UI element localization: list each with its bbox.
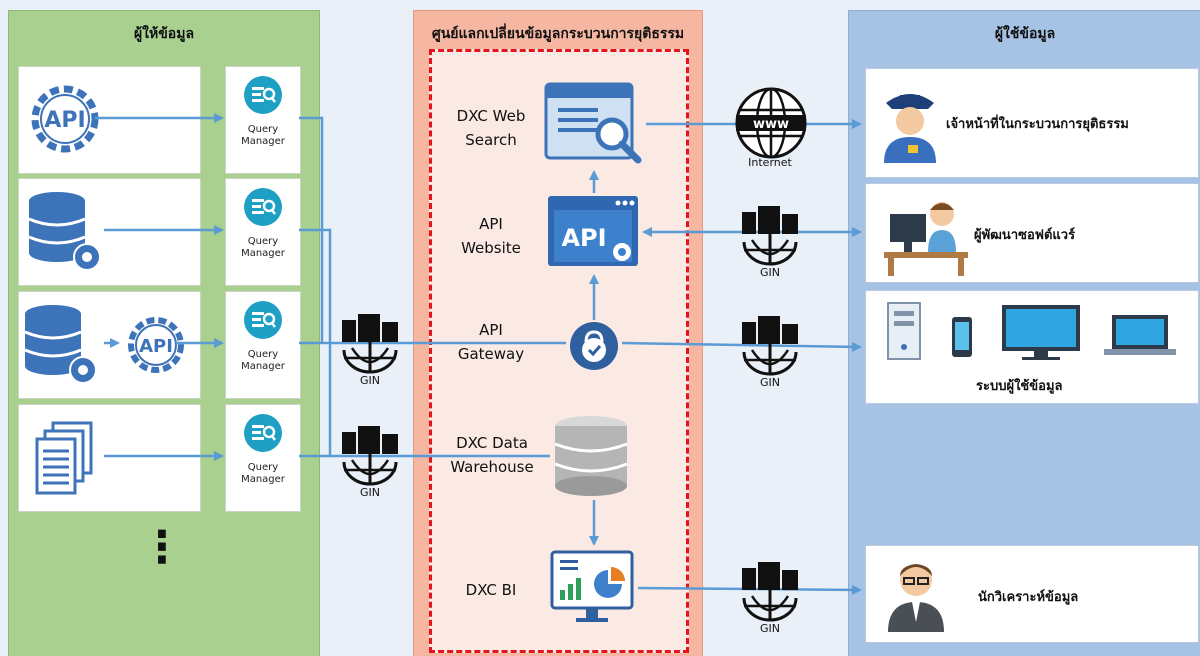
gin-network-icon [342,426,398,486]
api-gear-icon: API [128,317,184,373]
analyst-label: นักวิเคราะห์ข้อมูล [978,590,1079,605]
internet-globe-icon: www [735,87,807,159]
documents-icon [35,421,93,495]
gin-label: GIN [760,266,780,279]
svg-text:API: API [44,108,85,133]
consumer-box-officer: เจ้าหน้าที่ในกระบวนการยุติธรรม [865,68,1199,178]
consumer-box-developer: ผู้พัฒนาซอฟต์แวร์ [865,183,1199,283]
database-gear-icon [28,192,101,271]
developer-label: ผู้พัฒนาซอฟต์แวร์ [974,228,1076,243]
api-gateway-lock-icon [570,322,618,370]
bi-dashboard-icon [550,550,634,622]
svg-text:API: API [139,336,173,357]
query-manager-icon [244,414,282,452]
web-search-icon [544,82,642,164]
source-box-api: API [18,66,201,174]
officer-label: เจ้าหน้าที่ในกระบวนการยุติธรรม [946,117,1129,132]
source-box-database-api: API [18,291,201,399]
consumer-box-analyst: นักวิเคราะห์ข้อมูล [865,545,1199,643]
gin-label: GIN [360,486,380,499]
exchange-center-title: ศูนย์แลกเปลี่ยนข้อมูลกระบวนการยุติธรรม [431,26,685,42]
consumers-title: ผู้ใช้ข้อมูล [994,26,1056,42]
internet-label: Internet [748,156,792,169]
database-gear-icon [24,305,97,384]
gin-network-icon [342,314,398,374]
consumer-box-systems: ระบบผู้ใช้ข้อมูล [865,290,1199,404]
devices-icon [887,302,1176,360]
systems-label: ระบบผู้ใช้ข้อมูล [976,379,1063,394]
police-officer-icon [884,94,936,163]
gin-network-icon [742,206,798,266]
gin-network-icon [742,316,798,376]
analyst-icon [888,564,944,632]
query-manager-icon [244,188,282,226]
bi-label: DXC BI [465,581,517,599]
svg-text:API: API [561,224,606,252]
data-warehouse-icon [554,416,628,496]
gin-label: GIN [760,622,780,635]
gin-network-icon [742,562,798,622]
query-manager-icon [244,76,282,114]
api-website-icon: API [548,196,638,266]
developer-icon [884,202,968,276]
gin-label: GIN [360,374,380,387]
api-gear-icon: API [31,85,99,153]
query-manager-icon [244,301,282,339]
www-label: www [753,117,789,132]
providers-title: ผู้ให้ข้อมูล [133,26,195,42]
source-box-documents [18,404,201,512]
gin-label: GIN [760,376,780,389]
source-box-database [18,178,201,286]
